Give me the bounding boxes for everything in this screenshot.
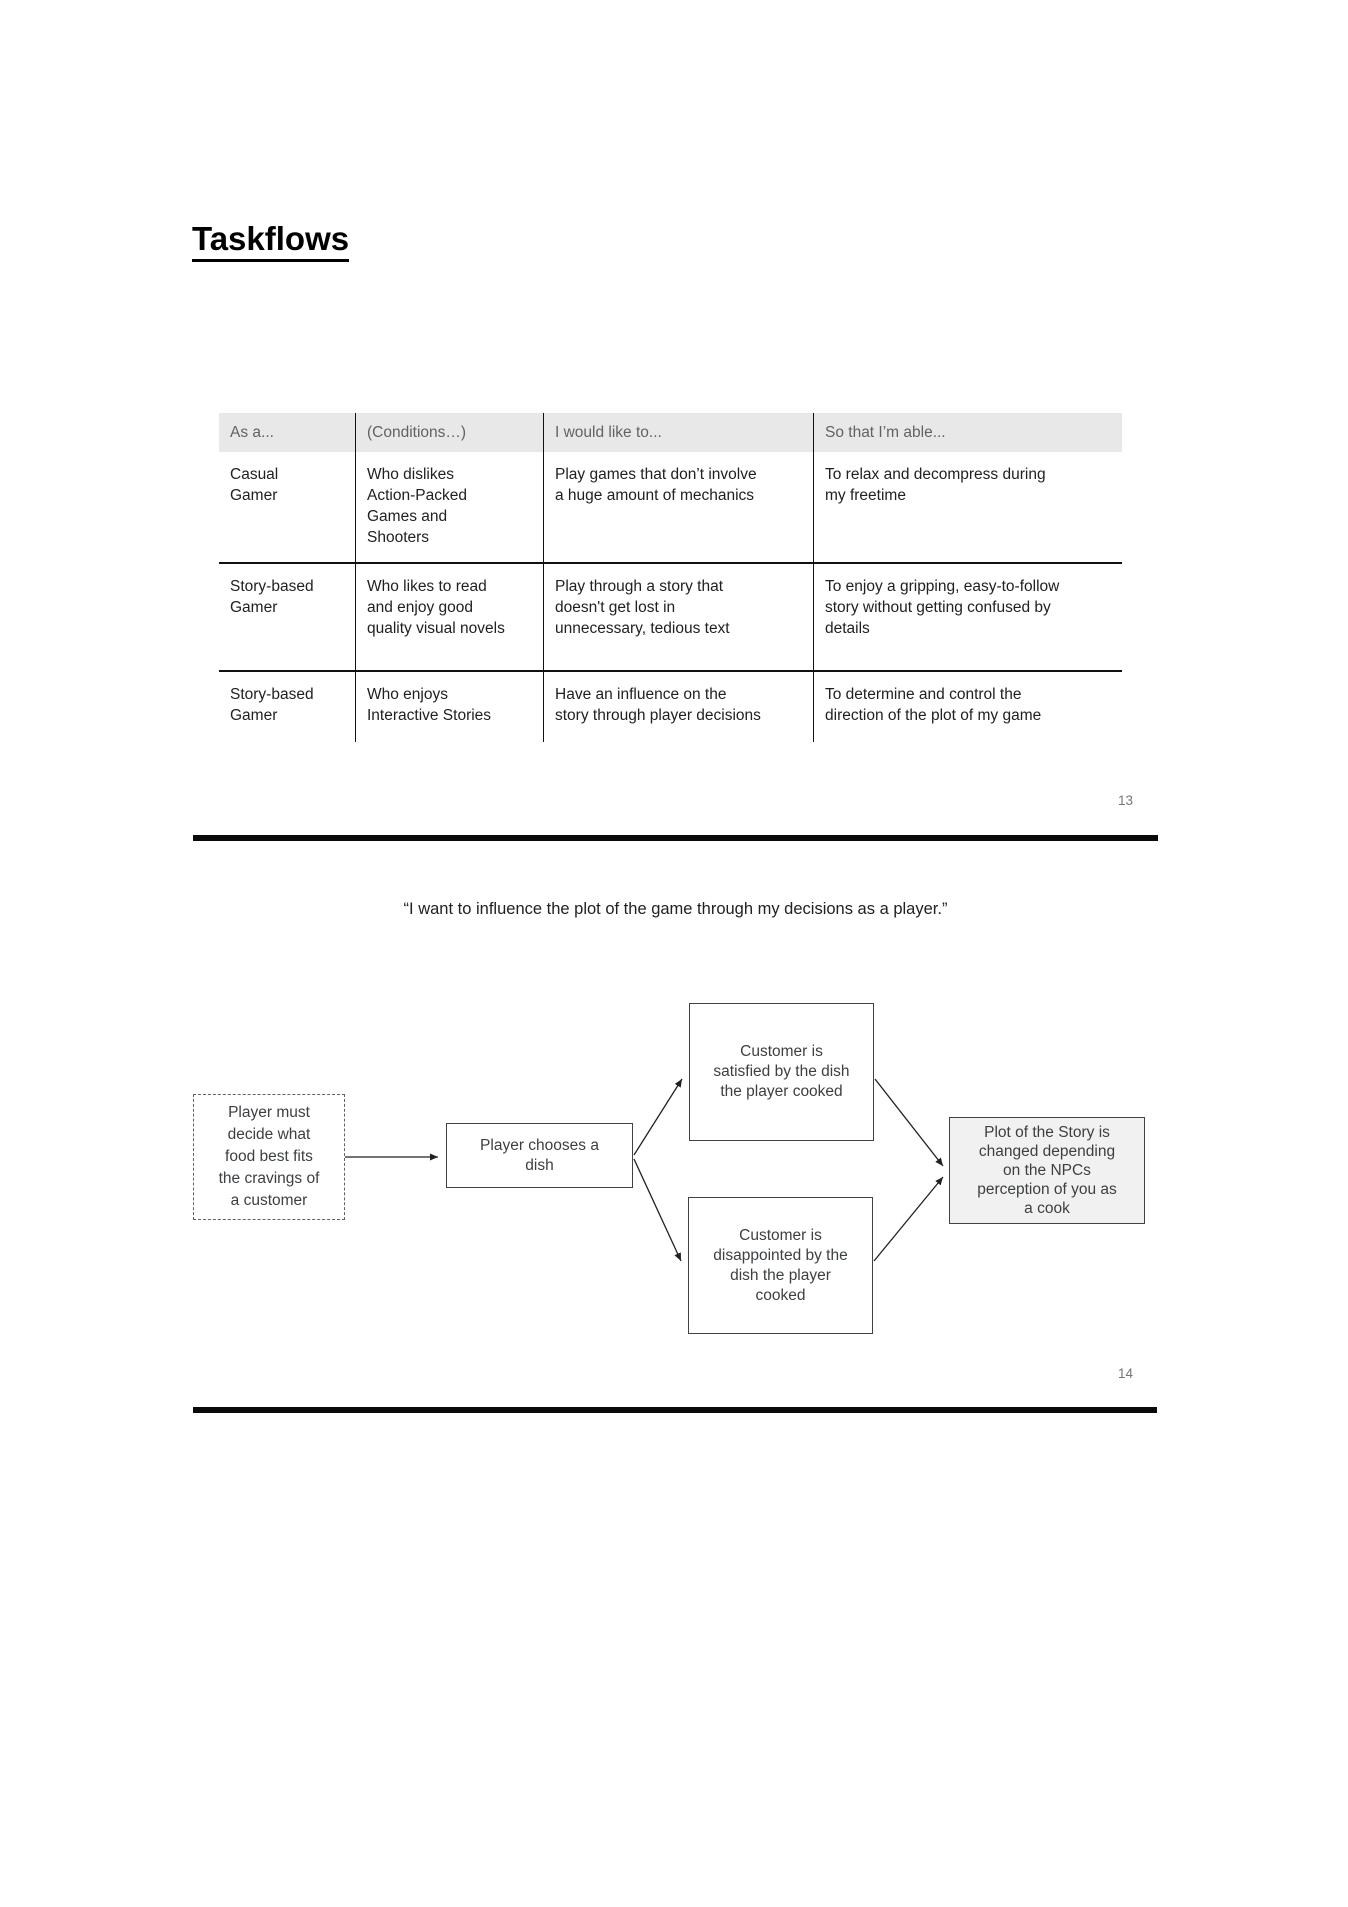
table-cell: To determine and control the direction o… bbox=[813, 670, 1122, 742]
table-header-as-a: As a... bbox=[219, 413, 355, 452]
table-cell: Casual Gamer bbox=[230, 466, 279, 504]
table-header-conditions: (Conditions…) bbox=[355, 413, 543, 452]
table-cell: Play through a story that doesn't get lo… bbox=[543, 562, 813, 670]
table-cell: Have an influence on the story through p… bbox=[543, 670, 813, 742]
section-divider bbox=[193, 835, 1158, 841]
table-cell: Story-based Gamer bbox=[219, 562, 355, 670]
section-divider bbox=[193, 1407, 1157, 1413]
table-cell: To enjoy a gripping, easy-to-follow stor… bbox=[813, 562, 1122, 670]
table-cell: Who dislikes Action-Packed Games and Sho… bbox=[355, 452, 543, 562]
table-cell: Who likes to read and enjoy good quality… bbox=[355, 562, 543, 670]
flow-node-choose-dish: Player chooses a dish bbox=[446, 1123, 633, 1188]
player-quote: “I want to influence the plot of the gam… bbox=[403, 900, 948, 918]
table-header-i-would-like-to: I would like to... bbox=[543, 413, 813, 452]
table-cell: Who enjoys Interactive Stories bbox=[355, 670, 543, 742]
flow-node-customer-satisfied: Customer is satisfied by the dish the pl… bbox=[689, 1003, 874, 1141]
table-cell: To relax and decompress during my freeti… bbox=[813, 452, 1122, 562]
table-header-so-that: So that I’m able... bbox=[813, 413, 1122, 452]
flow-node-customer-disappointed: Customer is disappointed by the dish the… bbox=[688, 1197, 873, 1334]
user-story-table: As a... (Conditions…) I would like to...… bbox=[219, 413, 1122, 742]
table-cell: Play games that don’t involve a huge amo… bbox=[543, 452, 813, 562]
flow-node-plot-changed: Plot of the Story is changed depending o… bbox=[949, 1117, 1145, 1224]
flow-node-start: Player must decide what food best fits t… bbox=[193, 1094, 345, 1220]
page-number: 13 bbox=[1117, 793, 1133, 808]
table-cell: Story-based Gamer bbox=[219, 670, 355, 742]
page-title: Taskflows bbox=[192, 220, 350, 262]
page-number: 14 bbox=[1117, 1366, 1133, 1381]
